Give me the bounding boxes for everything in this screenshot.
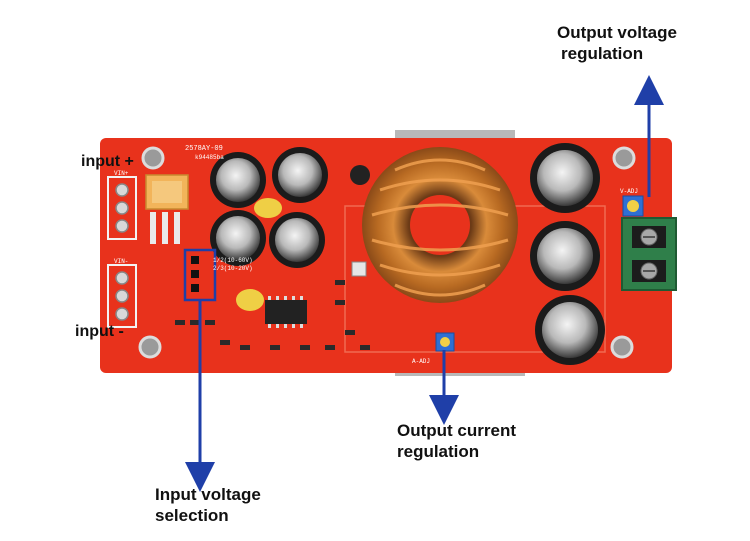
fuse-pins: [150, 212, 180, 244]
label-output-voltage-line1: Output voltage: [557, 23, 677, 42]
smd-components: [175, 280, 370, 350]
label-output-voltage-line2: regulation: [561, 44, 644, 63]
input-plus-terminal: [107, 176, 137, 240]
silk-jumper-1: 1/2(10-60V): [213, 257, 253, 264]
input-minus-terminal: [107, 264, 137, 328]
silk-vin-minus: VIN-: [114, 258, 128, 265]
label-output-current: Output current regulation: [397, 420, 516, 462]
output-terminal-block: [621, 217, 677, 291]
silk-vin-plus: VIN+: [114, 170, 129, 177]
silk-model-2: k94485ba: [195, 154, 224, 161]
silk-v-adj: V-ADJ: [620, 188, 638, 195]
label-input-minus: input -: [75, 323, 124, 340]
label-output-current-line2: regulation: [397, 442, 480, 461]
label-input-voltage-line1: Input voltage: [155, 485, 261, 504]
silk-model-1: 2578AY-09: [185, 145, 223, 153]
toroid-inductor: [362, 147, 518, 303]
silk-a-adj: A-ADJ: [412, 358, 430, 365]
label-input-voltage: Input voltage selection: [155, 484, 261, 526]
ic-chip: [265, 300, 307, 324]
input-capacitors: [210, 147, 328, 268]
label-input-voltage-line2: selection: [155, 506, 229, 525]
silk-jumper-2: 2/3(10-20V): [213, 265, 253, 272]
output-capacitors: [530, 143, 605, 365]
mounting-holes: [138, 146, 636, 359]
label-input-plus: input +: [81, 153, 134, 170]
label-output-voltage: Output voltage regulation: [557, 22, 677, 64]
label-output-current-line1: Output current: [397, 421, 516, 440]
